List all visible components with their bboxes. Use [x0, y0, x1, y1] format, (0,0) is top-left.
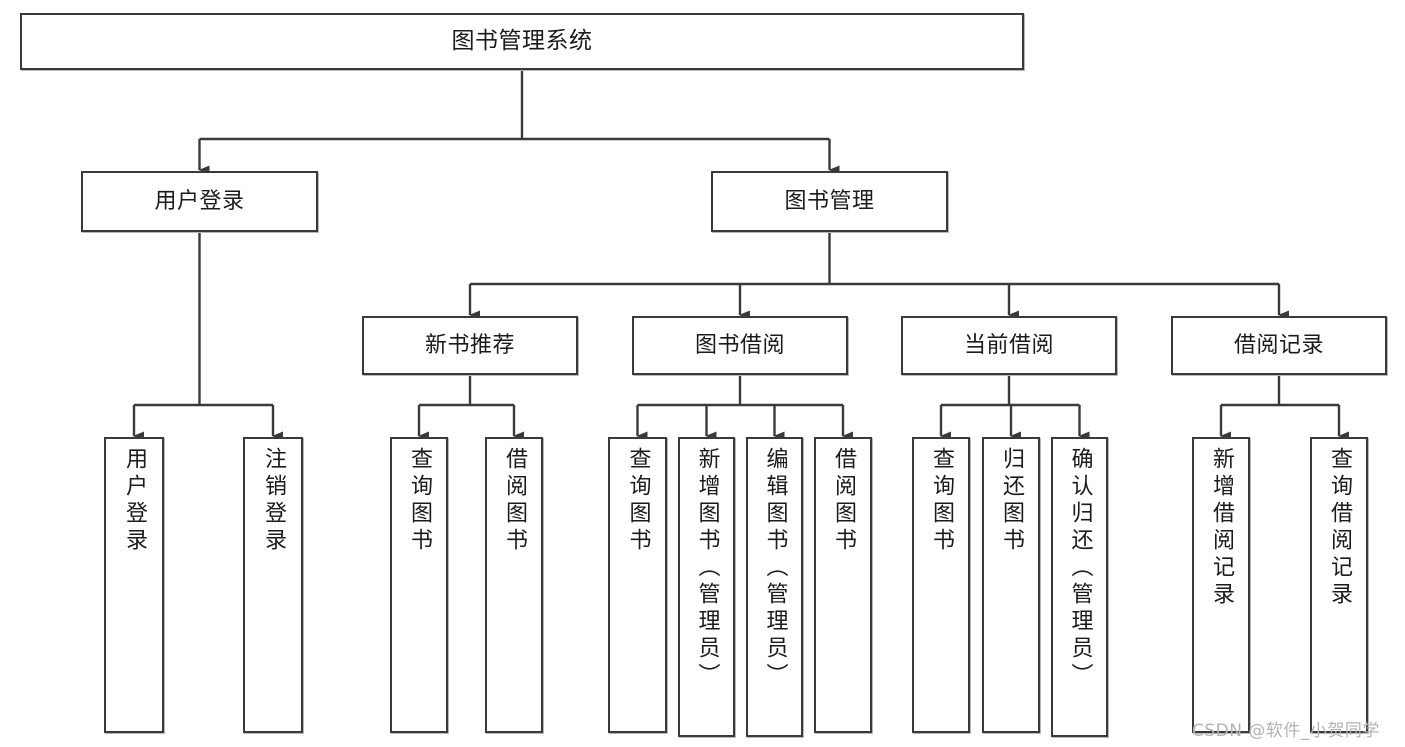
node-new-book-rec[interactable]: 新书推荐 — [362, 316, 578, 375]
node-leaf-query-record[interactable]: 查询借阅记录 — [1310, 437, 1368, 733]
node-borrow-record[interactable]: 借阅记录 — [1171, 316, 1387, 375]
node-leaf-logout[interactable]: 注销登录 — [243, 437, 303, 733]
node-label: 当前借阅 — [963, 332, 1054, 358]
node-label: 编辑图书（管理员） — [762, 447, 788, 690]
node-label: 查询图书 — [625, 447, 651, 555]
node-book-borrow[interactable]: 图书借阅 — [632, 316, 848, 375]
node-label: 新增借阅记录 — [1209, 447, 1234, 609]
node-label: 借阅图书 — [831, 447, 856, 555]
node-leaf-add-book[interactable]: 新增图书（管理员） — [678, 437, 735, 737]
node-label: 用户登录 — [154, 188, 245, 214]
node-label: 图书管理 — [784, 188, 875, 214]
node-leaf-query-book-2[interactable]: 查询图书 — [608, 437, 667, 733]
node-label: 查询借阅记录 — [1327, 447, 1352, 609]
node-label: 查询图书 — [407, 447, 432, 555]
node-label: 图书借阅 — [694, 332, 785, 358]
node-leaf-user-login[interactable]: 用户登录 — [104, 437, 164, 733]
node-leaf-return-book[interactable]: 归还图书 — [982, 437, 1040, 733]
node-label: 图书管理系统 — [451, 27, 593, 54]
node-root[interactable]: 图书管理系统 — [20, 13, 1024, 70]
node-label: 借阅图书 — [502, 447, 527, 555]
node-label: 查询图书 — [929, 447, 954, 555]
node-label: 确认归还（管理员） — [1067, 447, 1093, 690]
node-label: 归还图书 — [999, 447, 1024, 555]
node-book-manage[interactable]: 图书管理 — [711, 171, 948, 232]
node-leaf-query-book-3[interactable]: 查询图书 — [912, 437, 970, 733]
node-current-borrow[interactable]: 当前借阅 — [901, 316, 1117, 375]
node-leaf-borrow-book-1[interactable]: 借阅图书 — [485, 437, 543, 733]
node-label: 注销登录 — [261, 447, 286, 555]
node-label: 用户登录 — [122, 447, 147, 555]
node-leaf-borrow-book-2[interactable]: 借阅图书 — [814, 437, 872, 733]
node-user-login[interactable]: 用户登录 — [81, 171, 318, 232]
csdn-watermark: CSDN @软件_小贺同学 — [1192, 721, 1380, 741]
node-label: 新增图书（管理员） — [694, 447, 720, 690]
node-leaf-confirm-return[interactable]: 确认归还（管理员） — [1051, 437, 1108, 737]
node-leaf-query-book-1[interactable]: 查询图书 — [390, 437, 448, 733]
node-label: 借阅记录 — [1233, 332, 1324, 358]
node-label: 新书推荐 — [424, 332, 515, 358]
node-leaf-add-record[interactable]: 新增借阅记录 — [1192, 437, 1250, 733]
node-leaf-edit-book[interactable]: 编辑图书（管理员） — [746, 437, 803, 737]
